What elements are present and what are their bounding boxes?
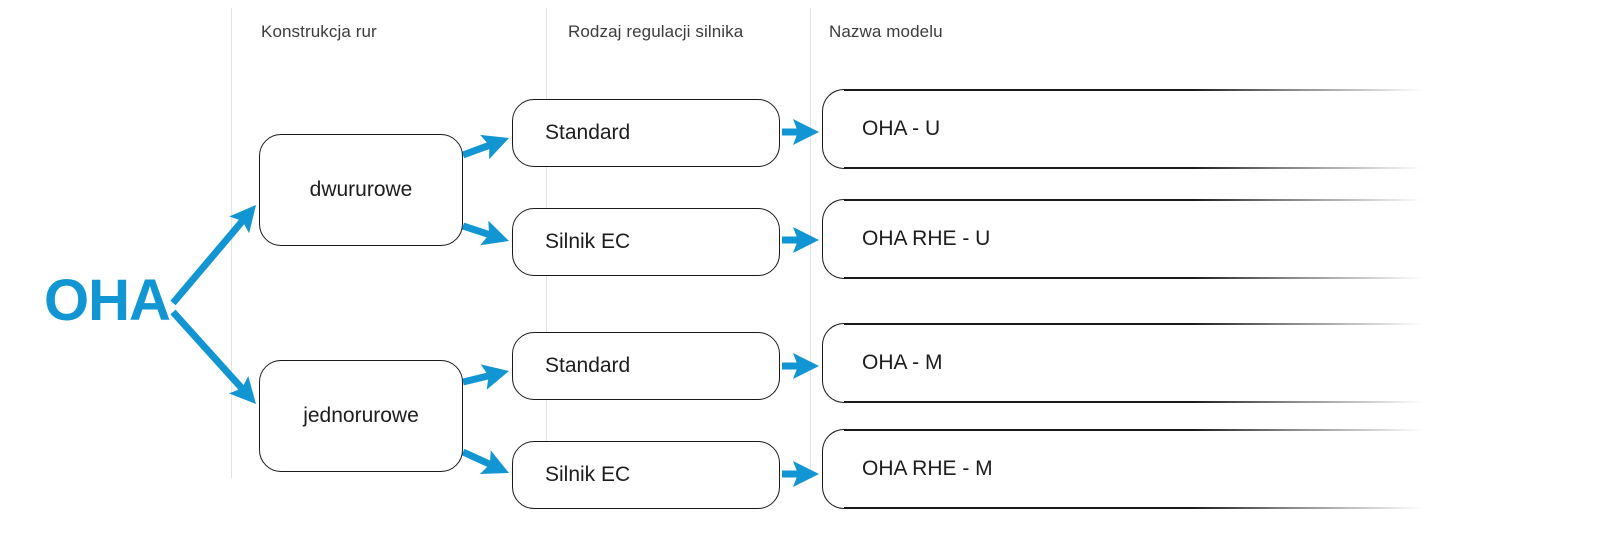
node-oha-rhe-u-edge-bottom <box>844 277 1422 279</box>
node-oha-rhe-m[interactable]: OHA RHE - M <box>822 429 1422 509</box>
node-silnik-ec-2-label: Silnik EC <box>545 463 631 486</box>
node-standard-2[interactable]: Standard <box>512 332 780 400</box>
node-oha-u-label: OHA - U <box>862 117 941 140</box>
node-silnik-ec-1[interactable]: Silnik EC <box>512 208 780 276</box>
node-silnik-ec-1-label: Silnik EC <box>545 230 631 253</box>
node-oha-m[interactable]: OHA - M <box>822 323 1422 403</box>
arrow-jednorurowe-to-standard <box>462 364 509 390</box>
node-standard-1[interactable]: Standard <box>512 99 780 167</box>
node-oha-u[interactable]: OHA - U <box>822 89 1422 169</box>
node-oha-rhe-u-label: OHA RHE - U <box>862 227 991 250</box>
node-standard-2-label: Standard <box>545 354 631 377</box>
arrow-jednorurowe-to-silnikec <box>461 448 509 475</box>
node-oha-rhe-u-edge-left <box>822 199 846 279</box>
node-oha-rhe-u[interactable]: OHA RHE - U <box>822 199 1422 279</box>
node-dwururowe[interactable]: dwururowe <box>259 134 463 246</box>
node-oha-m-label: OHA - M <box>862 351 943 374</box>
column-divider-1 <box>231 8 232 478</box>
node-silnik-ec-2[interactable]: Silnik EC <box>512 441 780 509</box>
node-oha-u-edge-bottom <box>844 167 1422 169</box>
arrow-dwururowe-to-standard <box>461 134 509 160</box>
node-oha-rhe-m-edge-top <box>844 429 1422 431</box>
node-oha-m-edge-left <box>822 323 846 403</box>
node-oha-rhe-m-edge-left <box>822 429 846 509</box>
column-divider-3 <box>810 8 811 478</box>
node-oha-m-edge-top <box>844 323 1422 325</box>
arrow-silnikec-to-oha-rhe-u <box>782 227 819 253</box>
arrow-root-to-dwururowe <box>170 205 256 306</box>
arrow-silnikec-to-oha-rhe-m <box>782 461 819 487</box>
node-oha-u-edge-left <box>822 89 846 169</box>
node-oha-rhe-m-label: OHA RHE - M <box>862 457 993 480</box>
node-jednorurowe-label: jednorurowe <box>303 404 419 427</box>
node-jednorurowe[interactable]: jednorurowe <box>259 360 463 472</box>
node-oha-rhe-m-edge-bottom <box>844 507 1422 509</box>
arrow-root-to-jednorurowe <box>170 309 256 404</box>
node-oha-rhe-u-edge-top <box>844 199 1422 201</box>
column-header-rodzaj-regulacji-silnika: Rodzaj regulacji silnika <box>568 22 744 41</box>
node-dwururowe-label: dwururowe <box>309 178 413 201</box>
column-header-konstrukcja-rur: Konstrukcja rur <box>261 22 377 41</box>
arrow-standard-to-oha-m <box>782 353 819 379</box>
node-oha-u-edge-top <box>844 89 1422 91</box>
arrow-standard-to-oha-u <box>782 119 819 145</box>
arrow-dwururowe-to-silnikec <box>461 220 509 246</box>
root-label-oha: OHA <box>44 268 171 333</box>
column-header-nazwa-modelu: Nazwa modelu <box>829 22 943 41</box>
node-standard-1-label: Standard <box>545 121 631 144</box>
node-oha-m-edge-bottom <box>844 401 1422 403</box>
